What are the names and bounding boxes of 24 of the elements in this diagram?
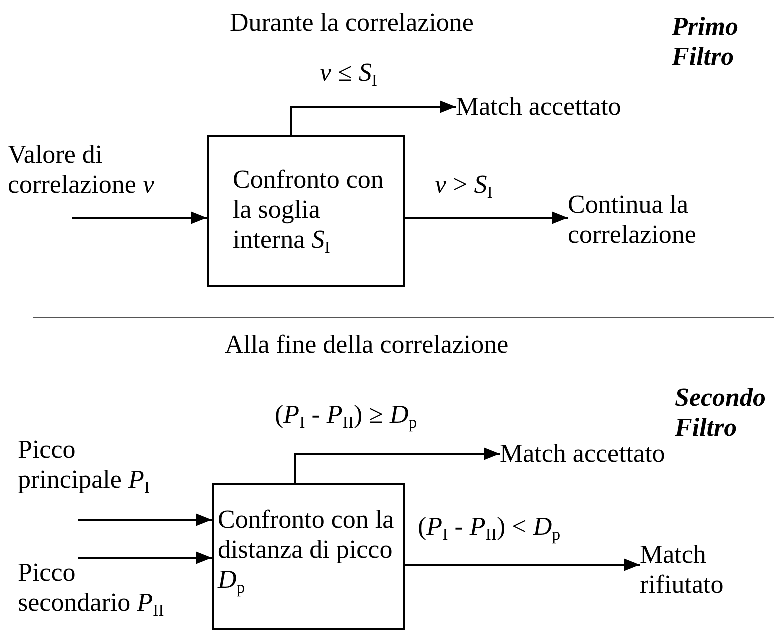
arrow — [78, 552, 212, 564]
phase-label: Alla fine della correlazione — [225, 330, 509, 360]
edge-label: v > S$_{I}$ — [435, 170, 493, 200]
section-title: Primo Filtro — [672, 12, 740, 72]
flow-text: Match rifiutato — [640, 540, 750, 604]
phase-label: Durante la correlazione — [230, 8, 474, 38]
arrow — [78, 514, 212, 526]
arrow — [405, 212, 568, 224]
arrow — [405, 558, 640, 572]
edge-label: v ≤ S$_{I}$ — [320, 58, 378, 88]
box-text: Confronto con la soglia interna S$_{I}$ — [233, 165, 385, 255]
flow-text: Match accettato — [456, 92, 656, 126]
flow-text: Picco secondario P$_{II}$ — [18, 558, 178, 630]
edge-label: (P$_{I}$ - P$_{II}$) < D$_{p}$ — [418, 512, 561, 542]
process-box — [212, 483, 405, 630]
flow-text: Picco principale P$_{I}$ — [18, 435, 168, 520]
flow-text: Valore di correlazione v — [8, 140, 193, 218]
arrow — [294, 448, 500, 483]
arrow — [72, 212, 207, 224]
box-text: Confronto con la distanza di picco D$_{p}$ — [218, 505, 396, 595]
process-box — [207, 135, 405, 287]
flow-text: Continua la correlazione — [568, 190, 728, 254]
edge-label: (P$_{I}$ - P$_{II}$) ≥ D$_{p}$ — [275, 400, 418, 430]
arrow — [290, 100, 456, 135]
